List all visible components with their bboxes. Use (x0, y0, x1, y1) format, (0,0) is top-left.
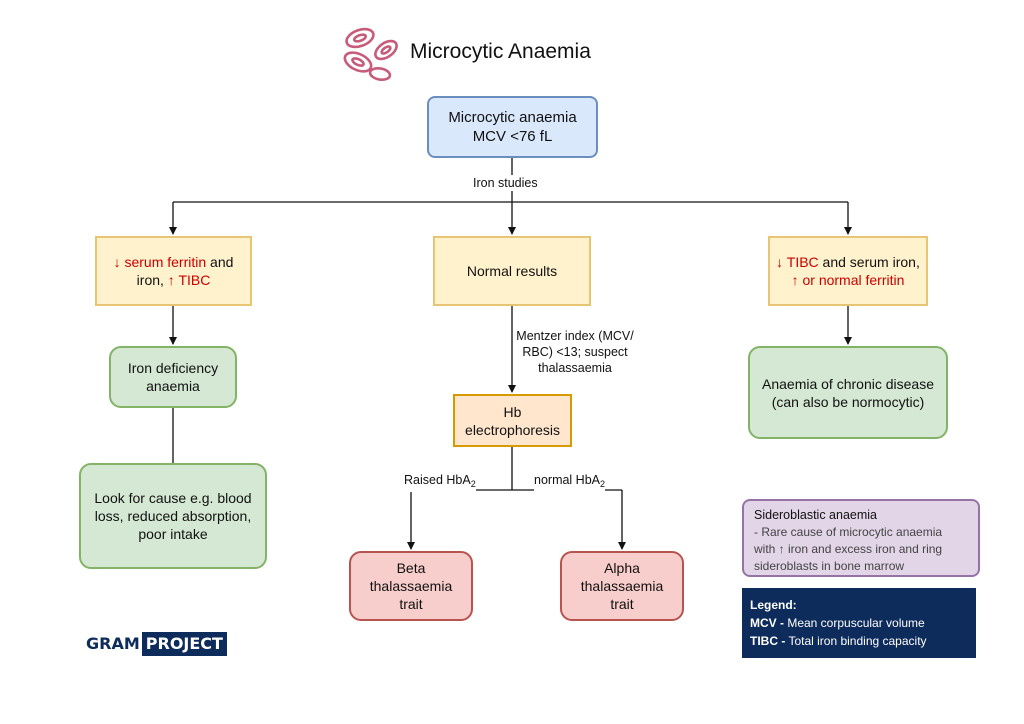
node-line: trait (399, 596, 423, 612)
legend-title: Legend: (750, 598, 797, 612)
label-line: thalassaemia (538, 361, 612, 375)
note-line: - Rare cause of microcytic anaemia (754, 525, 943, 539)
text-iron: iron, (136, 272, 168, 288)
node-line: electrophoresis (465, 421, 560, 438)
legend-key: MCV - (750, 616, 784, 630)
text-and: and (206, 254, 234, 270)
legend-desc: Total iron binding capacity (785, 634, 927, 648)
text-tibc: TIBC (178, 272, 211, 288)
node-line: (can also be normocytic) (771, 393, 925, 410)
label-line: RBC) <13; suspect (522, 345, 628, 359)
node-line: ↑ or normal ferritin (792, 271, 905, 289)
red-blood-cells-icon (343, 27, 398, 81)
note-sideroblastic-anaemia: Sideroblastic anaemia - Rare cause of mi… (742, 499, 980, 577)
node-normal-results: Normal results (433, 236, 591, 306)
node-hb-electrophoresis: Hb electrophoresis (453, 394, 572, 447)
legend-desc: Mean corpuscular volume (784, 616, 925, 630)
node-microcytic-anaemia: Microcytic anaemia MCV <76 fL (427, 96, 598, 158)
gram-project-logo: GRAM PROJECT (86, 632, 227, 656)
edge-label-iron-studies: Iron studies (471, 175, 540, 191)
node-line: Beta (396, 560, 426, 576)
node-iron-deficiency-anaemia: Iron deficiency anaemia (109, 346, 237, 408)
node-line: Normal results (466, 263, 558, 279)
page-title: Microcytic Anaemia (410, 40, 591, 63)
legend: Legend: MCV - Mean corpuscular volume TI… (742, 588, 976, 658)
text-serum-ferritin: serum ferritin (124, 254, 207, 270)
node-line: Anaemia of chronic disease (762, 375, 934, 392)
legend-entry-mcv: MCV - Mean corpuscular volume (750, 614, 968, 632)
logo-part-gram: GRAM (86, 634, 140, 653)
node-line: ↓ serum ferritin and (114, 253, 234, 271)
node-low-ferritin: ↓ serum ferritin and iron, ↑ TIBC (95, 236, 252, 306)
node-line: MCV <76 fL (472, 128, 553, 145)
subscript: 2 (600, 479, 606, 489)
note-line: sideroblasts in bone marrow (754, 559, 905, 573)
label-line: Mentzer index (MCV/ (516, 329, 634, 343)
node-line: loss, reduced absorption, (94, 508, 252, 524)
node-line: thalassaemia (369, 578, 453, 594)
node-anaemia-of-chronic-disease: Anaemia of chronic disease (can also be … (748, 346, 948, 439)
edge-label-raised-hba2: Raised HbA2 (404, 472, 476, 492)
node-look-for-cause: Look for cause e.g. blood loss, reduced … (79, 463, 267, 569)
up-arrow-icon: ↑ (791, 272, 799, 288)
node-alpha-thalassaemia-trait: Alpha thalassaemia trait (560, 551, 684, 621)
down-arrow-icon: ↓ (113, 254, 121, 270)
node-line: ↓ TIBC and serum iron, (776, 253, 920, 271)
legend-entry-tibc: TIBC - Total iron binding capacity (750, 632, 968, 650)
node-beta-thalassaemia-trait: Beta thalassaemia trait (349, 551, 473, 621)
node-line: Microcytic anaemia (448, 109, 577, 126)
note-title: Sideroblastic anaemia (754, 508, 877, 522)
node-line: poor intake (138, 526, 208, 542)
node-line: trait (610, 596, 634, 612)
node-line: Iron deficiency (127, 360, 219, 376)
node-line: anaemia (146, 378, 200, 394)
node-line: Hb (503, 403, 522, 420)
legend-key: TIBC - (750, 634, 786, 648)
node-line: Look for cause e.g. blood (94, 490, 252, 506)
text-and-serum-iron: and serum iron, (818, 254, 920, 270)
up-arrow-icon: ↑ (167, 272, 175, 288)
edge-label-mentzer-index: Mentzer index (MCV/ RBC) <13; suspect th… (515, 328, 635, 376)
label-text: normal HbA (534, 473, 600, 487)
node-line: iron, ↑ TIBC (137, 271, 211, 289)
subscript: 2 (470, 479, 476, 489)
label-text: Raised HbA (404, 473, 471, 487)
note-line: with ↑ iron and excess iron and ring (754, 542, 943, 556)
text-normal-ferritin: or normal ferritin (802, 272, 905, 288)
edge-label-normal-hba2: normal HbA2 (534, 472, 606, 492)
logo-part-project: PROJECT (141, 632, 227, 656)
node-line: thalassaemia (580, 578, 664, 594)
node-low-tibc: ↓ TIBC and serum iron, ↑ or normal ferri… (768, 236, 928, 306)
node-line: Alpha (604, 560, 640, 576)
down-arrow-icon: ↓ (776, 254, 784, 270)
text-tibc: TIBC (786, 254, 819, 270)
